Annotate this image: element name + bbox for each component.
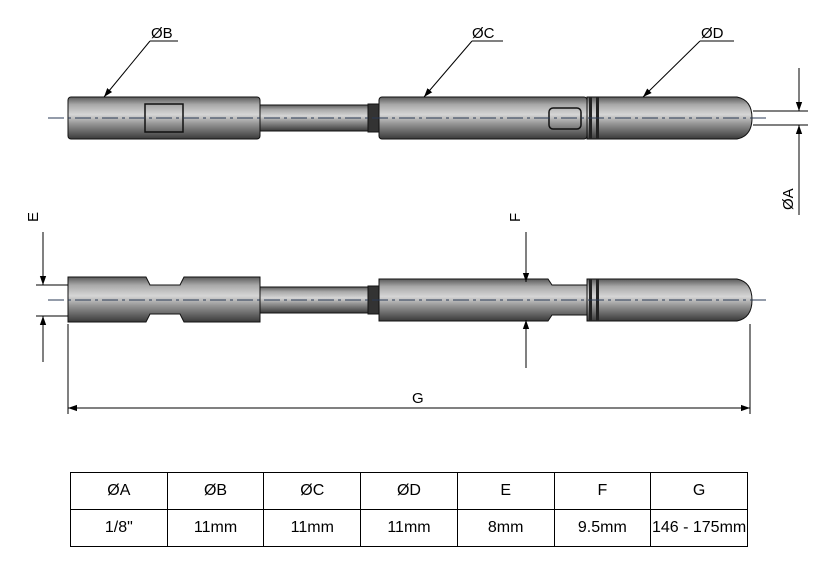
table-header-cell: E [456, 472, 555, 510]
table-header-cell: ØA [70, 472, 168, 510]
table-header-cell: G [650, 472, 748, 510]
table-header-cell: ØD [360, 472, 458, 510]
table-header-cell: ØC [263, 472, 362, 510]
table-header-row: ØA ØB ØC ØD E F G [70, 472, 748, 510]
label-e: E [25, 212, 42, 222]
label-f: F [507, 213, 524, 222]
table-header-cell: ØB [166, 472, 265, 510]
rod-side-view [48, 276, 770, 323]
label-dia-c: ØC [472, 25, 495, 42]
label-dia-d: ØD [701, 25, 724, 42]
dimension-e: E [25, 212, 68, 362]
table-value-row: 1/8" 11mm 11mm 11mm 8mm 9.5mm 146 - 175m… [70, 509, 748, 547]
dimension-f: F [507, 213, 530, 368]
table-value-cell: 1/8" [70, 509, 168, 547]
label-g: G [412, 390, 424, 407]
dimension-a: ØA [753, 68, 808, 215]
label-dia-a: ØA [780, 188, 797, 210]
callout-c: ØC [423, 25, 503, 98]
table-value-cell: 11mm [263, 509, 362, 547]
label-dia-b: ØB [151, 25, 173, 42]
dimension-table: ØA ØB ØC ØD E F G 1/8" 11mm 11mm 11mm 8m… [70, 472, 748, 547]
table-value-cell: 9.5mm [553, 509, 652, 547]
rod-top-view [48, 96, 770, 140]
dimension-g: G [67, 324, 751, 414]
table-header-cell: F [553, 472, 652, 510]
callout-b: ØB [103, 25, 178, 98]
table-value-cell: 11mm [360, 509, 458, 547]
technical-drawing: ØB ØC ØD ØA E [25, 25, 808, 414]
table-value-cell: 146 - 175mm [650, 509, 748, 547]
table-value-cell: 8mm [456, 509, 555, 547]
table-value-cell: 11mm [166, 509, 265, 547]
callout-d: ØD [642, 25, 734, 98]
